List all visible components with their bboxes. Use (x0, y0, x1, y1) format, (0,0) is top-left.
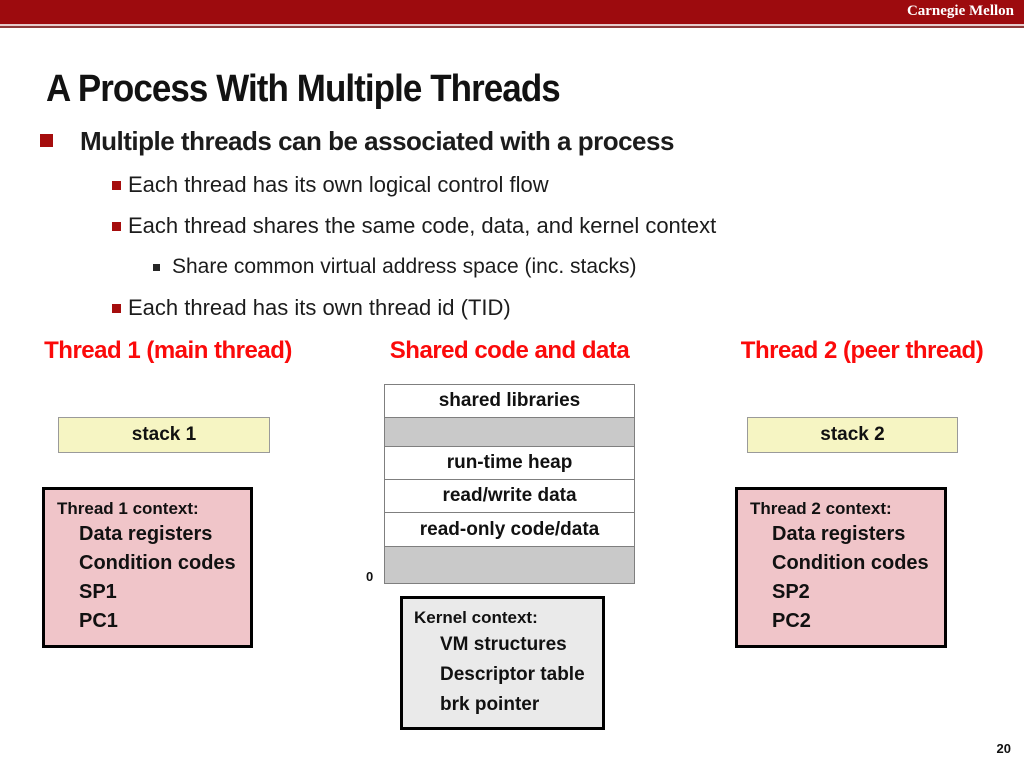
top-bar-accent-dark (0, 26, 1024, 28)
top-bar (0, 0, 1024, 24)
context-item: Condition codes (79, 552, 236, 574)
context-item: Data registers (79, 523, 213, 545)
thread2-context-box: Thread 2 context: Data registers Conditi… (735, 487, 947, 648)
thread2-context-title: Thread 2 context: (750, 499, 892, 518)
memory-cell-readwrite-data: read/write data (384, 479, 635, 513)
memory-diagram: shared libraries run-time heap read/writ… (384, 384, 635, 584)
context-item: Condition codes (772, 552, 929, 574)
bullet-sub3: Each thread has its own thread id (TID) (128, 295, 511, 320)
top-bar-accent-light (0, 24, 1024, 26)
stack2-box: stack 2 (747, 417, 958, 453)
brand-logo-text: Carnegie Mellon (906, 3, 1014, 19)
bullet-square-icon (112, 222, 121, 231)
address-zero-label: 0 (366, 569, 374, 584)
column-header-thread1: Thread 1 (main thread) (44, 337, 292, 364)
context-item: SP1 (79, 581, 117, 603)
bullet-square-icon (40, 134, 53, 147)
memory-cell-shared-libraries: shared libraries (384, 384, 635, 418)
context-item: PC1 (79, 610, 118, 632)
kernel-context-title: Kernel context: (414, 608, 538, 627)
column-header-shared: Shared code and data (389, 337, 630, 364)
memory-cell-unused (384, 546, 635, 584)
bullet-square-icon (112, 304, 121, 313)
memory-cell-runtime-heap: run-time heap (384, 446, 635, 480)
page-title: A Process With Multiple Threads (46, 68, 561, 110)
context-item: SP2 (772, 581, 810, 603)
bullet-sub2a: Share common virtual address space (inc.… (172, 255, 637, 278)
context-item: PC2 (772, 610, 811, 632)
context-item: Data registers (772, 523, 906, 545)
thread1-context-box: Thread 1 context: Data registers Conditi… (42, 487, 253, 648)
kernel-item: VM structures (440, 634, 567, 655)
kernel-item: brk pointer (440, 694, 540, 715)
page-number: 20 (996, 741, 1011, 756)
kernel-context-box: Kernel context: VM structures Descriptor… (400, 596, 605, 730)
kernel-item: Descriptor table (440, 664, 585, 685)
bullet-main: Multiple threads can be associated with … (80, 126, 674, 156)
thread1-context-title: Thread 1 context: (57, 499, 199, 518)
stack1-box: stack 1 (58, 417, 270, 453)
bullet-sub2: Each thread shares the same code, data, … (128, 213, 717, 238)
bullet-square-icon (153, 264, 160, 271)
memory-cell-unused (384, 417, 635, 447)
memory-cell-readonly-code-data: read-only code/data (384, 512, 635, 547)
column-header-thread2: Thread 2 (peer thread) (740, 337, 984, 364)
bullet-sub1: Each thread has its own logical control … (128, 172, 549, 197)
bullet-square-icon (112, 181, 121, 190)
